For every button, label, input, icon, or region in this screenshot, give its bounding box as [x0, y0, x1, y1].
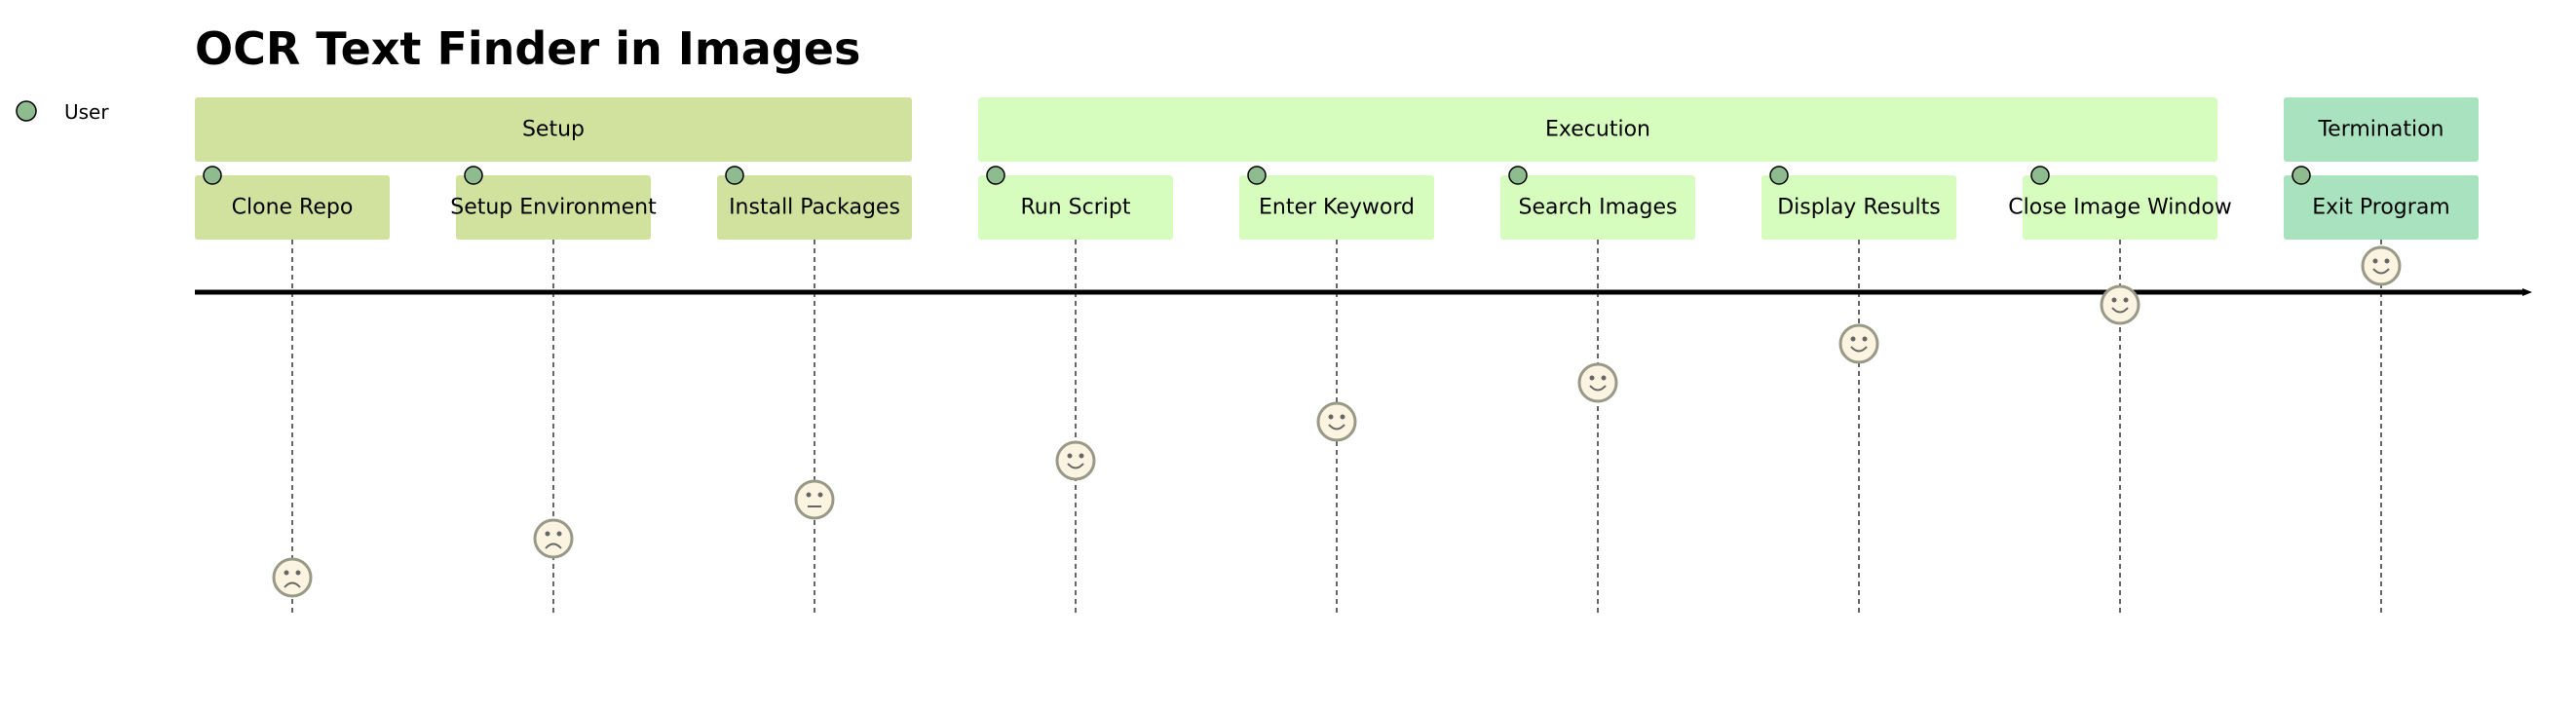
actor-marker — [725, 166, 744, 185]
sections: Setup Execution Termination — [195, 97, 2479, 162]
happy-face-icon — [1055, 440, 1096, 481]
section-termination: Termination — [2284, 97, 2479, 162]
task-box — [717, 175, 912, 240]
legend: User — [16, 100, 109, 124]
happy-face-icon — [2361, 245, 2402, 286]
actor-marker — [2030, 166, 2050, 185]
task-box — [456, 175, 651, 240]
task-run-script: Run Script — [978, 166, 1173, 240]
happy-face-icon — [2100, 284, 2140, 325]
task-label: Enter Keyword — [1259, 196, 1415, 220]
actor-marker — [2292, 166, 2311, 185]
task-box — [978, 175, 1173, 240]
actor-marker — [203, 166, 222, 185]
task-display-results: Display Results — [1762, 166, 1956, 240]
happy-face-icon — [1577, 362, 1618, 403]
score-faces — [272, 245, 2402, 598]
task-box — [2023, 175, 2217, 240]
task-label: Run Script — [1021, 196, 1131, 220]
task-box — [1239, 175, 1434, 240]
actor-marker — [464, 166, 483, 185]
actor-marker — [1508, 166, 1528, 185]
task-box — [1500, 175, 1695, 240]
task-search-images: Search Images — [1500, 166, 1695, 240]
happy-face-icon — [1316, 401, 1357, 442]
actor-marker — [1247, 166, 1267, 185]
task-box — [195, 175, 390, 240]
section-setup: Setup — [195, 97, 912, 162]
task-label: Display Results — [1777, 196, 1941, 220]
section-label: Execution — [1545, 118, 1650, 142]
section-box — [195, 97, 912, 162]
task-label: Close Image Window — [2008, 196, 2232, 220]
section-box — [2284, 97, 2479, 162]
task-clone-repo: Clone Repo — [195, 166, 390, 240]
task-close-image-window: Close Image Window — [2008, 166, 2232, 240]
actor-dot — [16, 100, 37, 122]
task-install-packages: Install Packages — [717, 166, 912, 240]
diagram-title: OCR Text Finder in Images — [195, 22, 860, 75]
task-exit-program: Exit Program — [2284, 166, 2479, 240]
task-label: Install Packages — [729, 196, 900, 220]
task-label: Exit Program — [2312, 196, 2449, 220]
neutral-face-icon — [794, 479, 835, 520]
section-label: Setup — [522, 118, 585, 142]
section-box — [978, 97, 2217, 162]
tasks: Clone Repo Setup Environment Install Packa… — [195, 166, 2479, 240]
task-label: Search Images — [1519, 196, 1678, 220]
task-label: Clone Repo — [232, 196, 354, 220]
task-box — [1762, 175, 1956, 240]
sad-face-icon — [272, 557, 313, 598]
actor-label: User — [64, 100, 109, 124]
task-box — [2284, 175, 2479, 240]
legend-item: User — [16, 100, 109, 124]
actor-marker — [1769, 166, 1789, 185]
task-enter-keyword: Enter Keyword — [1239, 166, 1434, 240]
section-execution: Execution — [978, 97, 2217, 162]
section-label: Termination — [2317, 118, 2443, 142]
actor-marker — [986, 166, 1005, 185]
task-setup-environment: Setup Environment — [450, 166, 657, 240]
happy-face-icon — [1838, 323, 1879, 364]
sad-face-icon — [533, 518, 574, 559]
task-label: Setup Environment — [450, 196, 657, 220]
